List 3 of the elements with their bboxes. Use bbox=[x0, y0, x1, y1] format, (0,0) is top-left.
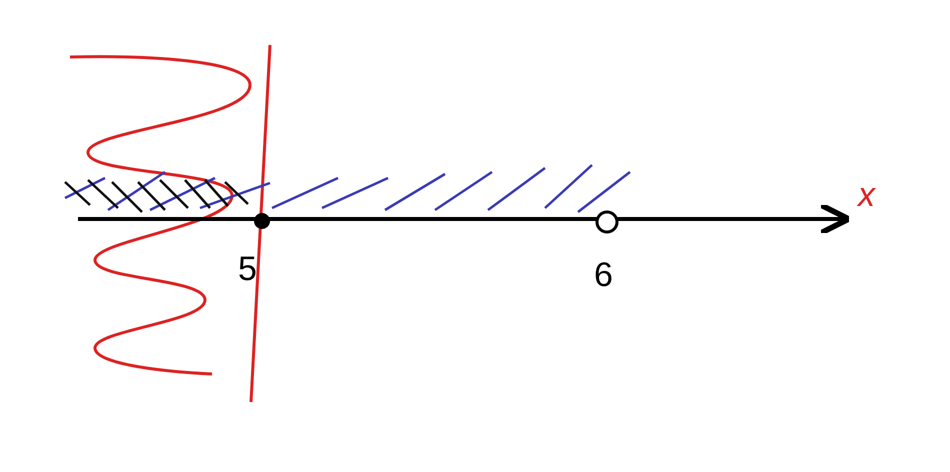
tick-label: 6 bbox=[594, 258, 613, 292]
axis-label: x bbox=[858, 178, 875, 212]
tick-label: 5 bbox=[238, 252, 257, 286]
